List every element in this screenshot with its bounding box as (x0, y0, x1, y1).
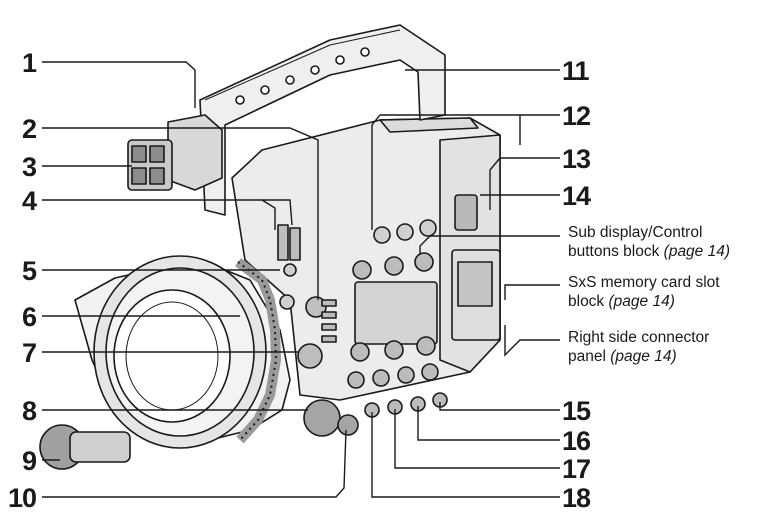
callout-15: 15 (562, 396, 591, 426)
control-button (414, 252, 434, 272)
control-button (416, 336, 436, 356)
label-sub-display-ref: (page 14) (663, 243, 731, 260)
callout-17: 17 (562, 454, 591, 484)
lens-glass (113, 289, 231, 423)
callout-2: 2 (22, 114, 37, 144)
leader-10 (42, 429, 347, 498)
label-connector-line1: Right side connector (568, 329, 710, 346)
control-button (350, 342, 370, 362)
control-button (397, 366, 415, 384)
callout-12: 12 (562, 101, 591, 131)
label-connector-ref: (page 14) (610, 348, 677, 365)
small-button (283, 263, 297, 277)
callout-9: 9 (22, 446, 37, 476)
top-handle (199, 24, 446, 216)
label-sxs-line1: SxS memory card slot (568, 274, 720, 291)
lens-release-button (279, 294, 295, 310)
handle-knob (305, 296, 327, 318)
assign-button (419, 219, 437, 237)
callout-4: 4 (22, 186, 37, 216)
leader-18 (371, 412, 560, 498)
control-button (372, 369, 390, 387)
leader-1 (42, 61, 196, 108)
leader-12 (371, 114, 560, 230)
callout-1: 1 (22, 48, 37, 78)
label-sxs-ref: (page 14) (608, 293, 675, 310)
callout-11: 11 (562, 56, 590, 86)
callout-6: 6 (22, 302, 37, 332)
callout-16: 16 (562, 426, 591, 456)
viewfinder-eyepiece (167, 114, 223, 191)
callout-5: 5 (22, 256, 37, 286)
leader-16 (417, 406, 560, 441)
leader-17 (394, 409, 560, 469)
control-button (384, 256, 404, 276)
control-button (352, 260, 372, 280)
control-button (347, 371, 365, 389)
callout-13: 13 (562, 144, 591, 174)
leader-connector (504, 325, 560, 357)
callout-14: 14 (562, 181, 591, 211)
assign-button (373, 226, 391, 244)
leader-4 (42, 199, 276, 230)
thumb-dial (337, 414, 359, 436)
leader-13 (489, 157, 560, 210)
label-sxs-line2: block (568, 293, 605, 310)
label-sub-display-line2: buttons block (568, 243, 660, 260)
callout-18: 18 (562, 483, 591, 513)
label-sub-display-line1: Sub display/Control (568, 224, 703, 241)
control-button (384, 340, 404, 360)
leader-2 (42, 127, 319, 300)
label-connector-line2: panel (568, 348, 606, 365)
iris-dial (303, 399, 341, 437)
label-sub-display: Sub display/Control buttons block (page … (568, 223, 730, 261)
leader-sub-display (419, 235, 560, 255)
mic-connector (277, 224, 289, 261)
sub-display (354, 281, 438, 345)
leader-15 (439, 402, 560, 411)
rec-button (297, 343, 323, 369)
callout-7: 7 (22, 338, 37, 368)
leader-sxs (504, 284, 560, 300)
label-sxs: SxS memory card slot block (page 14) (568, 273, 720, 311)
control-button (421, 363, 439, 381)
callout-8: 8 (22, 396, 37, 426)
assign-button (396, 223, 414, 241)
power-switch (454, 194, 478, 231)
callout-10: 10 (8, 483, 37, 513)
callout-3: 3 (22, 152, 37, 182)
label-connector: Right side connector panel (page 14) (568, 328, 709, 366)
